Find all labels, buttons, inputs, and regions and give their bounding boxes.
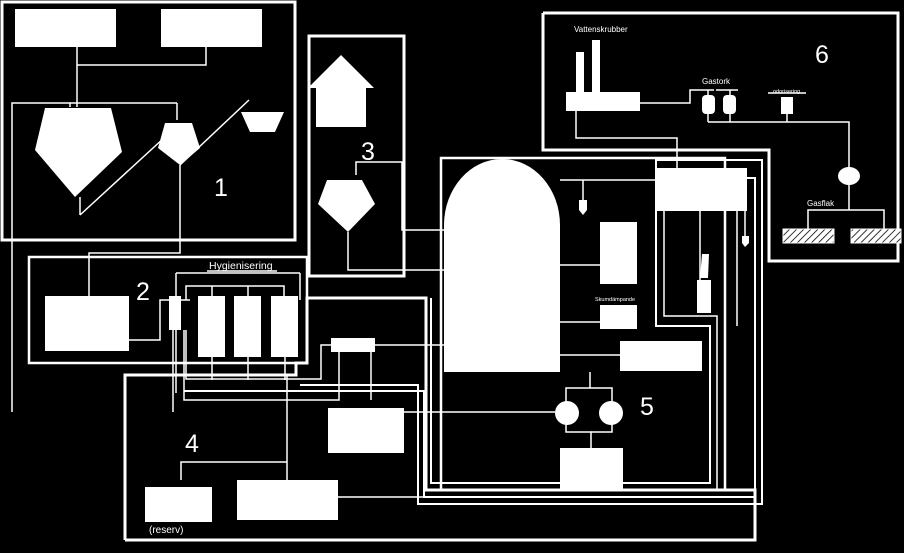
section-6-frame — [541, 11, 900, 263]
gas-dryer-2 — [723, 95, 736, 114]
hygienisation-tank-3 — [271, 296, 298, 357]
area-number-2: 2 — [136, 278, 150, 306]
pipe-manifold-left — [185, 330, 331, 380]
water-scrubber — [566, 92, 640, 111]
area-number-3: 3 — [361, 138, 375, 166]
gas-outer-loop-3 — [184, 177, 756, 498]
scrubber-column-1 — [576, 52, 584, 92]
pipe-pre-top — [355, 161, 444, 231]
pipe-to-dryer — [640, 89, 714, 104]
label-gastork: Gastork — [702, 77, 731, 86]
section-3-frame — [307, 34, 406, 278]
gas-dryer-1 — [702, 95, 715, 114]
pipe-to-buffer — [88, 165, 181, 296]
pipe-to-flare — [708, 121, 850, 168]
label-skumdampande: Skumdämpande — [595, 297, 635, 303]
pipe-buffer-out — [129, 299, 169, 341]
pump-2 — [599, 401, 623, 425]
gas-flare-vessel — [838, 167, 860, 185]
pre-digester-tank — [318, 180, 375, 232]
gas-flare-1 — [782, 228, 835, 244]
reserve-tank — [145, 487, 212, 522]
antifoam-tank — [600, 305, 637, 329]
label-vattenskrubber: Vattenskrubber — [574, 25, 628, 34]
reception-box-left — [15, 9, 116, 47]
buffer-tank — [45, 296, 129, 351]
conveyor-1 — [79, 136, 166, 216]
pipe-scrubber-down — [575, 111, 678, 168]
pipe-return-line — [11, 102, 71, 412]
hygienisation-tank-1 — [198, 296, 225, 357]
conveyor-2 — [179, 99, 250, 166]
gas-storage — [600, 222, 637, 284]
final-storage-tank — [237, 480, 338, 520]
area-number-1: 1 — [214, 174, 228, 202]
area-number-6: 6 — [815, 41, 829, 69]
gas-valve — [742, 236, 749, 247]
storage-building — [308, 55, 374, 127]
label-odorisering: odorisering — [773, 89, 800, 95]
label-hygienisering: Hygienisering — [209, 260, 273, 272]
pipe-pre-to-digester — [347, 232, 444, 271]
mixer-tank — [158, 123, 200, 165]
gas-outer-loop-2 — [430, 210, 711, 484]
gas-treatment-unit — [655, 168, 747, 211]
gas-loop-4 — [663, 211, 718, 490]
area-number-4: 4 — [185, 430, 199, 458]
pipe-to-reserve — [180, 461, 287, 480]
storage-tank-4 — [328, 408, 404, 453]
pipe-reception — [76, 47, 207, 66]
receiving-tank — [35, 108, 122, 197]
odorisation-unit — [781, 97, 793, 114]
pipe-manifold-left-2 — [183, 330, 340, 401]
heat-exchanger — [169, 296, 181, 330]
label-gasflak: Gasflak — [807, 199, 835, 208]
digester-tank — [444, 159, 560, 372]
pipe-hyg-distribution — [185, 285, 285, 300]
section-4-frame — [123, 296, 757, 542]
reception-box-right — [161, 9, 262, 47]
hopper — [241, 112, 284, 132]
pump-1 — [555, 401, 579, 425]
heating-unit — [620, 341, 702, 371]
sampling-valve — [579, 200, 587, 215]
gas-filter — [697, 280, 711, 313]
scrubber-column-2 — [592, 40, 600, 92]
label-reserv: (reserv) — [149, 525, 183, 536]
gas-flare-2 — [850, 228, 902, 244]
area-number-5: 5 — [640, 393, 654, 421]
section-1-frame — [0, 0, 297, 242]
pipe-flare-split — [807, 209, 885, 230]
gas-outer-loop-1 — [300, 159, 763, 505]
distribution-manifold — [331, 338, 375, 352]
gas-filter-top — [700, 254, 709, 278]
hygienisation-tank-2 — [234, 296, 261, 357]
